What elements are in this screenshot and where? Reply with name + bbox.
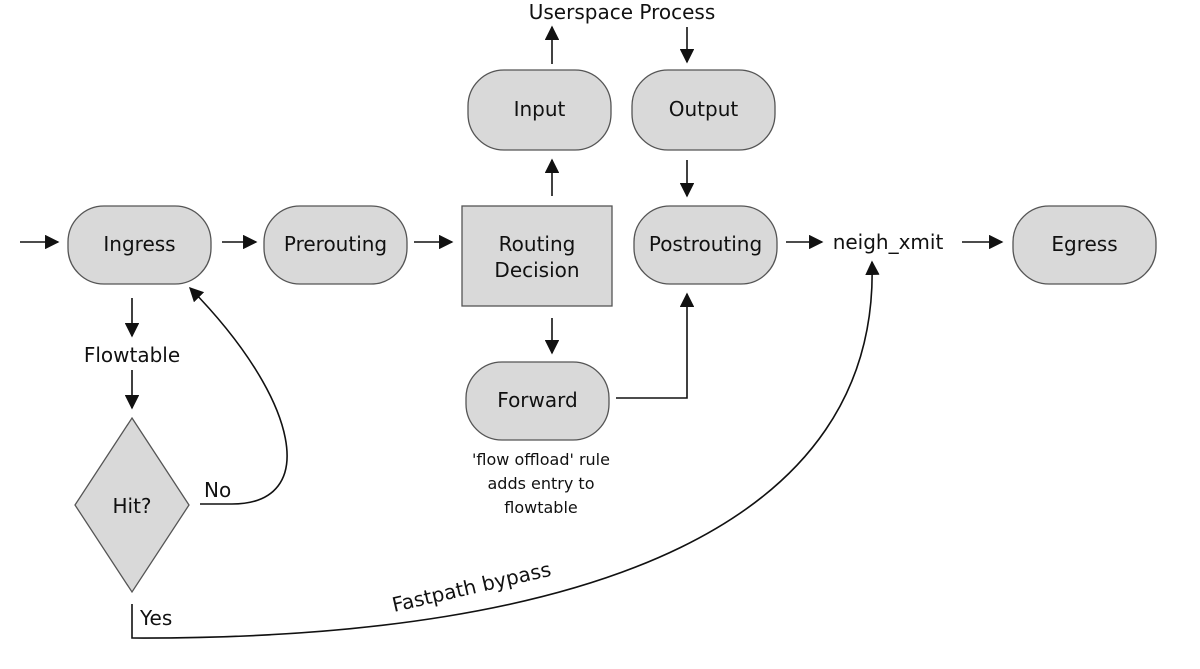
node-forward-label: Forward	[497, 388, 577, 412]
yes-label: Yes	[139, 606, 172, 630]
node-routing-label-line2: Decision	[494, 258, 579, 282]
node-postrouting: Postrouting	[633, 205, 778, 285]
node-egress-label: Egress	[1051, 232, 1117, 256]
node-prerouting: Prerouting	[263, 205, 408, 285]
node-ingress-label: Ingress	[103, 232, 175, 256]
rule-note-line1: 'flow offload' rule	[472, 450, 610, 469]
node-ingress: Ingress	[67, 205, 212, 285]
node-hit-decision: Hit?	[74, 416, 190, 594]
edge-forward-to-postrouting	[616, 292, 695, 399]
rule-note-line3: flowtable	[504, 498, 577, 517]
flowtable-label: Flowtable	[84, 343, 180, 367]
node-egress: Egress	[1012, 205, 1157, 285]
node-hit-label: Hit?	[112, 494, 151, 518]
flow-offload-rule-note: 'flow offload' rule adds entry to flowta…	[472, 450, 610, 517]
node-routing-label-line1: Routing	[499, 232, 576, 256]
edge-no-loop-to-ingress	[188, 286, 288, 505]
fastpath-bypass-label: Fastpath bypass	[390, 557, 554, 617]
node-input: Input	[467, 69, 612, 151]
node-input-label: Input	[514, 97, 566, 121]
userspace-process-label: Userspace Process	[529, 0, 715, 24]
no-label: No	[204, 478, 231, 502]
node-output: Output	[631, 69, 776, 151]
node-output-label: Output	[669, 97, 739, 121]
node-forward: Forward	[465, 361, 610, 441]
edge-fastpath-bypass	[131, 260, 880, 639]
node-postrouting-label: Postrouting	[649, 232, 762, 256]
rule-note-line2: adds entry to	[488, 474, 595, 493]
neigh-xmit-label: neigh_xmit	[833, 230, 944, 254]
node-prerouting-label: Prerouting	[284, 232, 387, 256]
node-routing-decision: Routing Decision	[461, 205, 613, 307]
